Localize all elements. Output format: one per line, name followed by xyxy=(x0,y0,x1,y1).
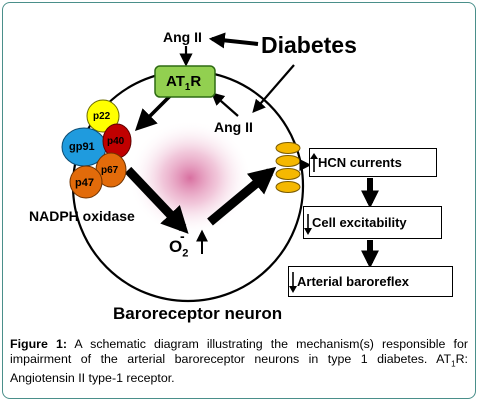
channel-4 xyxy=(275,181,301,193)
arterial-baroreflex-box: Arterial baroreflex xyxy=(288,266,453,297)
arrow-at1r-to-nadph xyxy=(134,94,172,132)
arrow-diabetes-to-ang-top xyxy=(208,32,259,49)
hcn-currents-label: HCN currents xyxy=(318,155,402,170)
ang-ii-top-label: Ang II xyxy=(163,29,202,45)
down-arrow-icon xyxy=(304,214,312,235)
nadph-oxidase-label: NADPH oxidase xyxy=(29,208,135,224)
o2-text: O xyxy=(169,237,183,256)
channel-2 xyxy=(275,155,301,167)
channel-3 xyxy=(275,168,301,180)
arrow-diabetes-to-ang-right xyxy=(252,64,295,113)
caption-subscript: 1 xyxy=(451,359,456,369)
down-arrow-icon xyxy=(289,272,297,293)
superoxide-label: O2 - xyxy=(169,229,189,260)
gp91-label: gp91 xyxy=(69,141,95,153)
p67-label: p67 xyxy=(101,165,119,176)
diabetes-label: Diabetes xyxy=(261,32,357,58)
hcn-currents-box: HCN currents xyxy=(309,148,437,177)
arrow-o2-to-channels xyxy=(207,166,277,226)
cytoplasm-glow xyxy=(128,120,252,236)
at1r-text: AT xyxy=(166,73,185,90)
p47-subunit xyxy=(69,165,103,199)
at1r-label: AT1R xyxy=(166,74,201,93)
channel-1 xyxy=(275,142,301,154)
arrow-nadph-to-o2 xyxy=(124,166,189,234)
o2-subscript: 2 xyxy=(182,247,189,260)
arrow-ang-right-to-at1r xyxy=(211,92,239,117)
at1r-receptor xyxy=(154,65,216,98)
caption-text-2: R: Angiotensin II type-1 receptor. xyxy=(10,352,468,386)
neuron-label: Baroreceptor neuron xyxy=(113,304,283,323)
cell-excitability-label: Cell excitability xyxy=(312,215,407,230)
p22-subunit xyxy=(86,99,120,133)
caption-label: Figure 1: xyxy=(10,337,67,351)
p40-label: p40 xyxy=(107,136,125,147)
up-arrow-icon xyxy=(310,153,318,172)
at1r-tail: R xyxy=(190,73,202,90)
ang-ii-right-label: Ang II xyxy=(214,119,253,135)
p47-label: p47 xyxy=(75,177,94,189)
cell-excitability-box: Cell excitability xyxy=(303,206,442,239)
caption-text-1: A schematic diagram illustrating the mec… xyxy=(10,337,468,366)
at1r-subscript: 1 xyxy=(184,82,191,93)
p22-label: p22 xyxy=(93,111,111,122)
figure-caption: Figure 1: A schematic diagram illustrati… xyxy=(10,337,468,386)
o2-charge: - xyxy=(180,228,185,244)
arterial-baroreflex-label: Arterial baroreflex xyxy=(297,274,409,289)
